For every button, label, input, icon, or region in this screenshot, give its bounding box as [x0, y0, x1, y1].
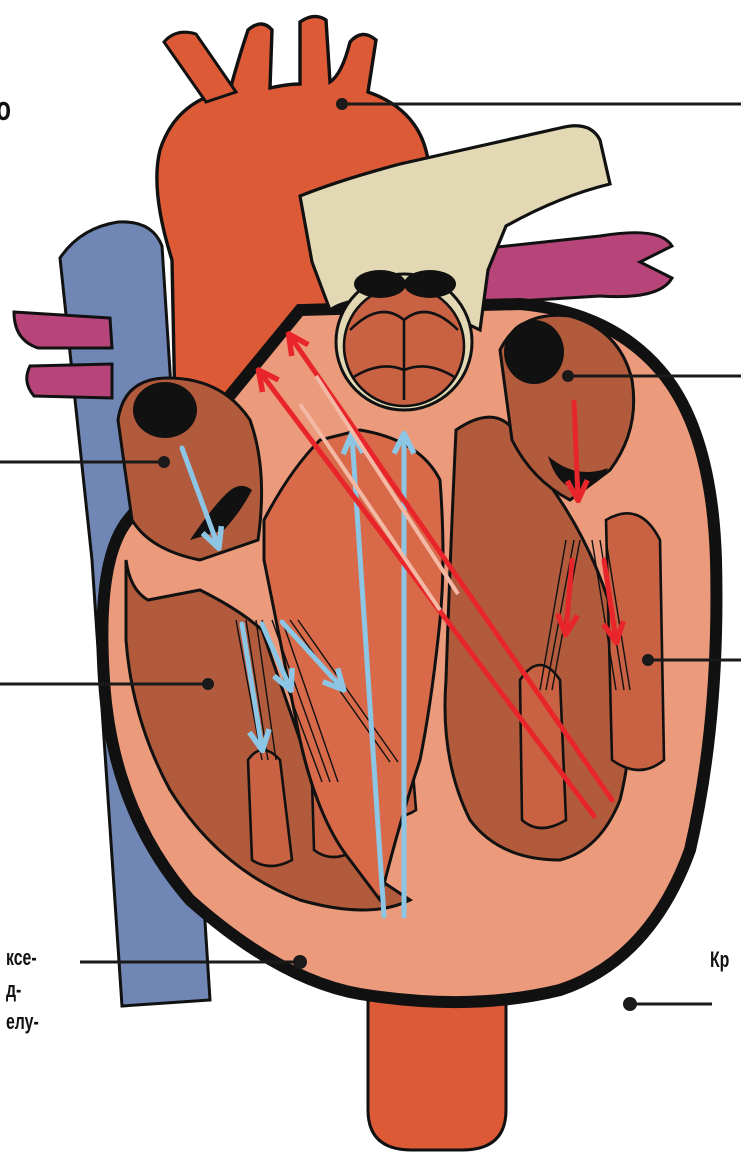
pulmonary-veins-left — [14, 312, 112, 348]
label-fragment-bottom-left-2: д- — [6, 974, 21, 1006]
label-fragment-bottom-right: Кр — [710, 944, 729, 976]
coronary-opening-left — [354, 270, 406, 298]
pulmonary-vein-lower — [27, 364, 112, 398]
descending-aorta — [368, 990, 506, 1150]
pulmonary-vein-opening — [504, 320, 564, 384]
label-fragment-top-left: о — [0, 92, 11, 126]
label-fragment-bottom-left-3: елу- — [6, 1006, 39, 1038]
coronary-opening-right — [404, 270, 456, 298]
superior-vena-cava-opening — [133, 382, 197, 438]
label-fragment-bottom-left-1: ксе- — [6, 942, 37, 974]
